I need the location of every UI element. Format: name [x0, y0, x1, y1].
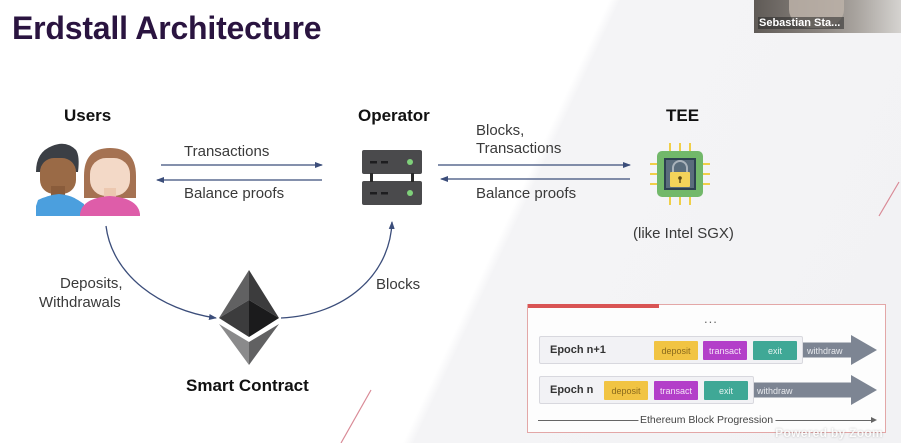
- epoch-diagram: ... withdraw Epoch n+1 deposit transact …: [527, 303, 886, 433]
- zoom-watermark: Powered by Zoom: [775, 426, 883, 440]
- epoch-row-n: Epoch n deposit transact exit: [539, 376, 754, 404]
- edge-label-balance-proofs-users: Balance proofs: [184, 185, 285, 202]
- withdraw-label-epoch-n1: withdraw: [807, 346, 843, 356]
- smart-contract-label: Smart Contract: [186, 376, 309, 395]
- participant-video-tile[interactable]: Sebastian Sta...: [754, 0, 901, 33]
- edge-label-blocks-line1: Blocks,: [476, 122, 525, 139]
- arrow-users-to-contract: [105, 225, 217, 320]
- users-label: Users: [64, 106, 112, 125]
- epoch-name: Epoch n+1: [550, 344, 606, 356]
- epoch-name: Epoch n: [550, 384, 594, 396]
- phase-transact: transact: [654, 381, 698, 400]
- edge-label-transactions: Transactions: [184, 143, 270, 160]
- edge-label-withdrawals: Withdrawals: [39, 294, 121, 311]
- edge-label-deposits: Deposits,: [60, 275, 123, 292]
- users-icon: [36, 143, 140, 216]
- slide-title: Erdstall Architecture: [12, 10, 322, 46]
- phase-deposit: deposit: [604, 381, 648, 400]
- withdraw-label-epoch-n: withdraw: [757, 386, 793, 396]
- block-progression-axis: Ethereum Block Progression: [538, 414, 877, 426]
- tee-label: TEE: [666, 106, 700, 125]
- axis-arrowhead: [871, 417, 877, 423]
- decorative-slash-right: [878, 181, 900, 217]
- edge-label-balance-proofs-tee: Balance proofs: [476, 185, 577, 202]
- phase-exit: exit: [753, 341, 797, 360]
- participant-name: Sebastian Sta...: [758, 17, 845, 29]
- phase-transact: transact: [703, 341, 747, 360]
- arrow-contract-to-operator: [280, 221, 395, 319]
- server-icon: [362, 150, 422, 205]
- edge-label-transactions-tee: Transactions: [476, 140, 562, 157]
- secure-chip-icon: [650, 143, 710, 205]
- ethereum-icon: [219, 270, 279, 365]
- epoch-row-n1: Epoch n+1 deposit transact exit: [539, 336, 803, 364]
- decorative-slash-bottom: [340, 389, 372, 443]
- axis-label: Ethereum Block Progression: [637, 414, 776, 426]
- tee-sublabel: (like Intel SGX): [633, 225, 734, 242]
- epoch-diagram-accent-bar: [528, 303, 659, 308]
- edge-label-blocks: Blocks: [376, 276, 421, 293]
- operator-label: Operator: [358, 106, 430, 125]
- phase-deposit: deposit: [654, 341, 698, 360]
- epoch-ellipsis: ...: [704, 311, 718, 326]
- phase-exit: exit: [704, 381, 748, 400]
